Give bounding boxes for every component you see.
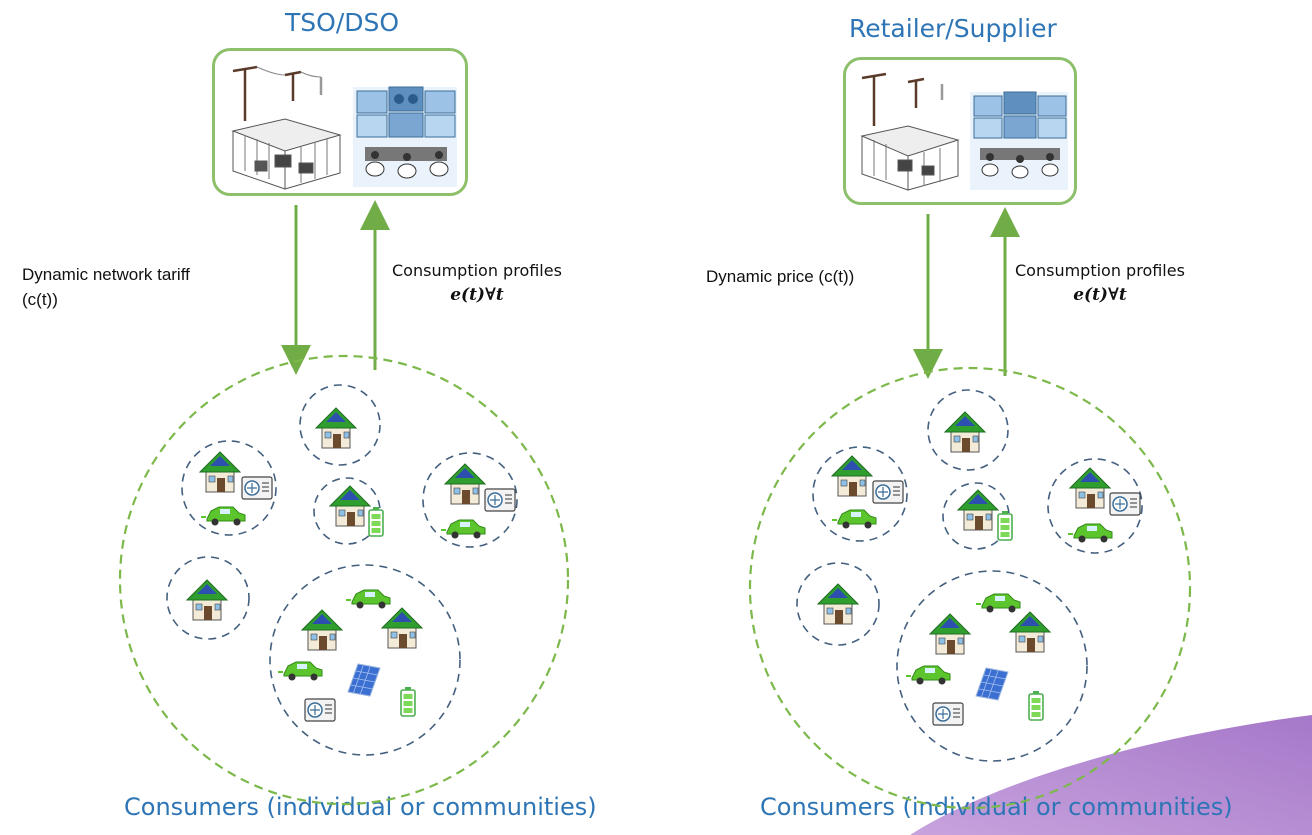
control-room-icon: [353, 86, 457, 187]
panel-title-tso-dso: TSO/DSO: [285, 8, 400, 37]
electric-car-icon: [831, 509, 877, 530]
down-flow-line-2: (c(t)): [22, 290, 58, 309]
substation-icon: [231, 118, 342, 190]
power-pole-icon: [232, 65, 323, 121]
up-flow-math: e(t)∀t: [1073, 285, 1127, 305]
up-flow-text: Consumption profiles: [392, 261, 562, 280]
electric-car-icon: [975, 593, 1021, 614]
house-solar-icon: [929, 613, 971, 655]
electric-car-icon: [905, 665, 951, 686]
battery-icon: [400, 686, 416, 717]
house-solar-icon: [1069, 467, 1111, 509]
substation-icon: [860, 125, 960, 191]
up-flow-label-retailer: Consumption profiles e(t)∀t: [1015, 258, 1185, 308]
down-flow-label-tso: Dynamic network tariff (c(t)): [22, 262, 190, 312]
house-solar-icon: [301, 609, 343, 651]
house-solar-icon: [831, 455, 873, 497]
electric-car-icon: [200, 506, 246, 527]
house-solar-icon: [444, 463, 486, 505]
electric-car-icon: [1067, 523, 1113, 544]
heat-pump-icon: [932, 702, 964, 726]
house-solar-icon: [957, 489, 999, 531]
house-solar-icon: [944, 411, 986, 453]
heat-pump-icon: [872, 480, 904, 504]
house-solar-icon: [315, 407, 357, 449]
electric-car-icon: [345, 589, 391, 610]
power-pole-icon: [861, 72, 944, 126]
battery-icon: [1028, 690, 1044, 721]
heat-pump-icon: [1109, 492, 1141, 516]
up-flow-text: Consumption profiles: [1015, 261, 1185, 280]
house-solar-icon: [381, 607, 423, 649]
heat-pump-icon: [304, 698, 336, 722]
electric-car-icon: [277, 661, 323, 682]
solar-panel-icon: [975, 667, 1009, 701]
consumers-label-left: Consumers (individual or communities): [124, 793, 597, 821]
up-flow-label-tso: Consumption profiles e(t)∀t: [392, 258, 562, 308]
electric-car-icon: [440, 519, 486, 540]
house-solar-icon: [1009, 611, 1051, 653]
heat-pump-icon: [484, 488, 516, 512]
house-solar-icon: [186, 579, 228, 621]
retailer-box: [843, 57, 1077, 205]
house-solar-icon: [817, 583, 859, 625]
battery-icon: [368, 506, 384, 537]
retailer-illustration: [860, 72, 1068, 191]
up-flow-math: e(t)∀t: [450, 285, 504, 305]
house-solar-icon: [329, 485, 371, 527]
consumer-cluster-right: [748, 366, 1192, 810]
down-flow-line-1: Dynamic network tariff: [22, 265, 190, 284]
grid-control-illustration: [231, 65, 457, 190]
panel-title-retailer: Retailer/Supplier: [849, 14, 1057, 43]
house-solar-icon: [199, 451, 241, 493]
down-flow-line-1: Dynamic price (c(t)): [706, 267, 855, 286]
heat-pump-icon: [241, 476, 273, 500]
down-flow-label-retailer: Dynamic price (c(t)): [706, 264, 854, 289]
tso-dso-box: [212, 48, 468, 196]
control-room-icon: [970, 91, 1068, 190]
battery-icon: [997, 510, 1013, 541]
solar-panel-icon: [347, 663, 381, 697]
consumer-cluster-left: [118, 354, 570, 806]
